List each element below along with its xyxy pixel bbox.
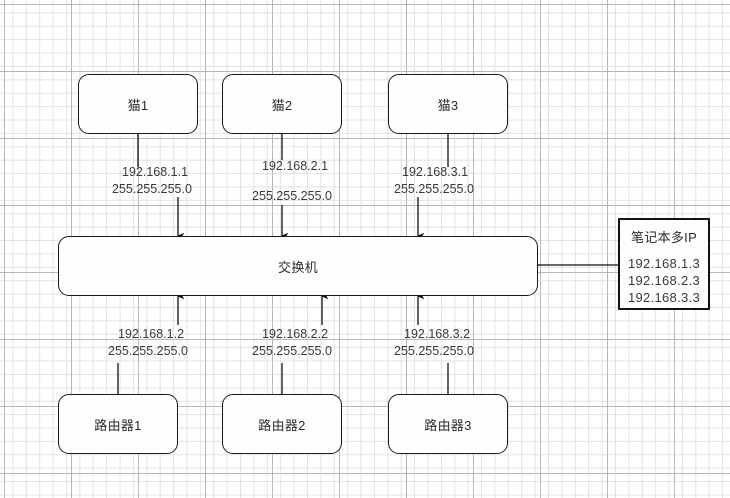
- node-router-2-label: 路由器2: [258, 417, 306, 433]
- node-router-1[interactable]: 路由器1: [58, 394, 178, 454]
- laptop-ip-1: 192.168.1.3: [628, 256, 700, 271]
- uplink-label-2-mask: 255.255.255.0: [252, 189, 332, 203]
- node-router-2[interactable]: 路由器2: [222, 394, 342, 454]
- node-laptop-title: 笔记本多IP: [630, 230, 698, 245]
- laptop-ip-2: 192.168.2.3: [628, 273, 700, 288]
- laptop-ip-3: 192.168.3.3: [628, 290, 700, 305]
- uplink-label-1-mask: 255.255.255.0: [112, 182, 192, 196]
- node-router-1-label: 路由器1: [94, 417, 142, 433]
- node-switch[interactable]: 交换机: [58, 236, 538, 296]
- node-modem-1-label: 猫1: [127, 97, 149, 113]
- node-switch-label: 交换机: [278, 259, 318, 275]
- downlink-label-2-mask: 255.255.255.0: [252, 344, 332, 358]
- node-router-3[interactable]: 路由器3: [388, 394, 508, 454]
- uplink-label-3-ip: 192.168.3.1: [402, 165, 469, 179]
- uplink-label-2-ip: 192.168.2.1: [262, 159, 329, 173]
- uplink-label-1-ip: 192.168.1.1: [122, 165, 189, 179]
- downlink-label-1-ip: 192.168.1.2: [118, 327, 185, 341]
- node-modem-3[interactable]: 猫3: [388, 74, 508, 134]
- node-router-3-label: 路由器3: [424, 417, 472, 433]
- downlink-label-3-mask: 255.255.255.0: [394, 344, 474, 358]
- node-laptop-ip-list: 192.168.1.3 192.168.2.3 192.168.3.3: [620, 255, 708, 306]
- node-modem-1[interactable]: 猫1: [78, 74, 198, 134]
- uplink-label-3-mask: 255.255.255.0: [394, 182, 474, 196]
- node-laptop[interactable]: 笔记本多IP 192.168.1.3 192.168.2.3 192.168.3…: [618, 218, 710, 310]
- downlink-label-2-ip: 192.168.2.2: [262, 327, 329, 341]
- node-modem-3-label: 猫3: [437, 97, 459, 113]
- node-modem-2[interactable]: 猫2: [222, 74, 342, 134]
- node-modem-2-label: 猫2: [271, 97, 293, 113]
- downlink-label-1-mask: 255.255.255.0: [108, 344, 188, 358]
- downlink-label-3-ip: 192.168.3.2: [404, 327, 471, 341]
